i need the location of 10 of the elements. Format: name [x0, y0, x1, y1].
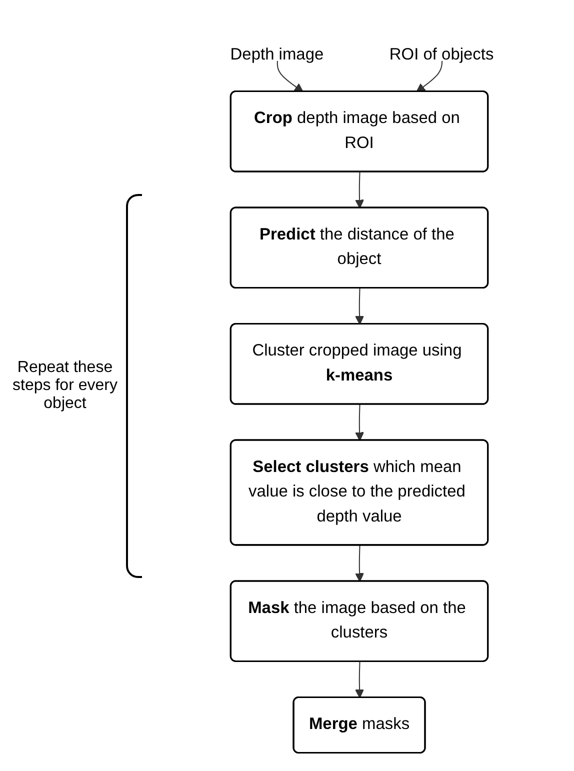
node-text: ROI of objects [389, 46, 494, 64]
node-text: Depth image [230, 46, 324, 64]
arrow [355, 404, 364, 441]
arrow [355, 662, 364, 698]
arrow [355, 172, 364, 208]
arrow [355, 545, 364, 582]
arrow [416, 60, 443, 92]
bracket-note: Repeat these steps for every object [12, 358, 118, 412]
arrow [276, 60, 304, 92]
arrow [355, 288, 364, 325]
